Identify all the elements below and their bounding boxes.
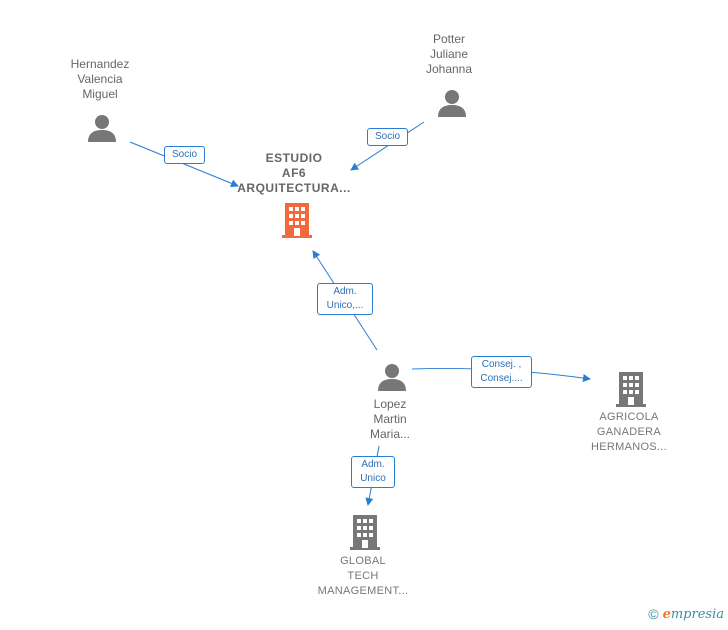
edge-label-lopez-agricola[interactable]: Consej. , Consej.... [471,356,532,388]
node-label-line: AF6 [281,166,307,180]
node-label-line: Miguel [82,87,118,101]
node-label-hernandez: Hernandez Valencia Miguel [50,57,150,102]
building-icon[interactable] [281,202,313,238]
building-icon[interactable] [349,514,381,550]
node-label-line: AGRICOLA [599,411,659,423]
node-label-line: HERMANOS... [590,441,668,453]
edge-line-potter-estudio [350,121,425,171]
node-label-line: ARQUITECTURA... [237,181,351,195]
edge-label-line: Consej.... [480,373,523,384]
edge-label-line: Adm. [361,459,385,470]
edge-label-line: Socio [374,131,400,142]
edge-line-hernandez-estudio [129,141,239,188]
brand-initial: e [662,606,671,622]
person-icon[interactable] [377,362,407,392]
node-label-line: MANAGEMENT... [317,585,409,597]
node-label-line: Potter [432,32,465,46]
edge-label-lopez-global[interactable]: Adm. Unico [351,456,395,488]
person-icon[interactable] [87,113,117,143]
node-label-line: ESTUDIO [265,151,323,165]
node-label-line: GANADERA [596,426,662,438]
node-label-global: GLOBAL TECH MANAGEMENT... [308,554,418,599]
brand-footer: © empresia [648,606,724,622]
node-label-line: TECH [347,570,379,582]
node-label-agricola: AGRICOLA GANADERA HERMANOS... [574,410,684,455]
node-label-line: Lopez [373,397,407,411]
node-label-line: Maria... [369,427,410,441]
node-label-line: GLOBAL [340,555,386,567]
copyright-icon: © [648,606,659,622]
node-label-potter: Potter Juliane Johanna [399,32,499,77]
edge-label-line: Socio [171,149,197,160]
node-label-line: Valencia [77,72,123,86]
node-label-estudio: ESTUDIO AF6 ARQUITECTURA... [224,151,364,196]
building-icon[interactable] [615,371,647,407]
edge-label-line: Unico,... [326,300,364,311]
person-icon[interactable] [437,88,467,118]
node-label-line: Martin [373,412,407,426]
edge-label-hernandez-estudio[interactable]: Socio [164,146,205,164]
brand-name: mpresia [670,606,724,622]
node-label-line: Johanna [425,62,473,76]
edge-label-lopez-estudio[interactable]: Adm. Unico,... [317,283,373,315]
node-label-line: Juliane [429,47,469,61]
edge-label-potter-estudio[interactable]: Socio [367,128,408,146]
edge-label-line: Consej. , [481,359,522,370]
node-label-lopez: Lopez Martin Maria... [340,397,440,442]
edge-label-line: Unico [360,473,386,484]
brand-logo[interactable]: empresia [663,607,724,622]
node-label-line: Hernandez [70,57,130,71]
edge-label-line: Adm. [333,286,357,297]
